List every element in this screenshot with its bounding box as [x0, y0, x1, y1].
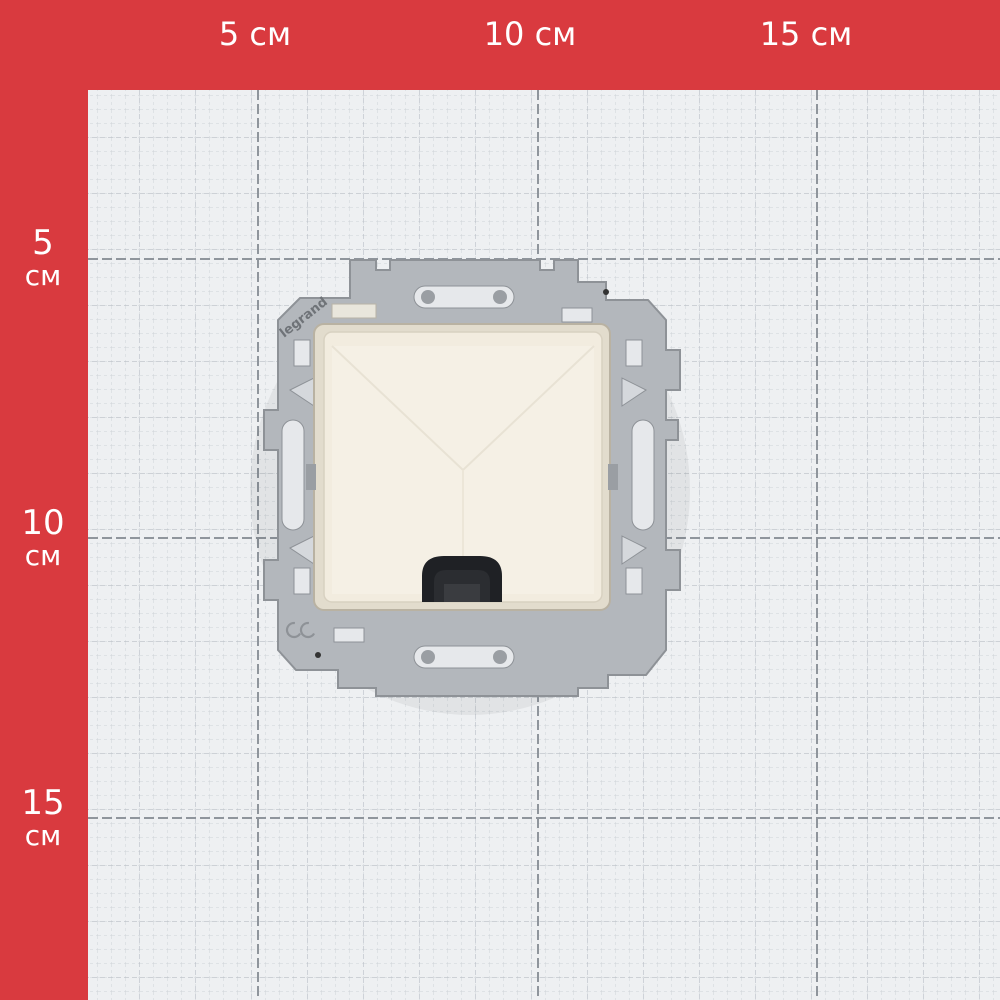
left-ruler-unit: см — [24, 539, 62, 572]
ce-mark — [285, 621, 317, 639]
top-ruler-label-5cm: 5 см — [218, 15, 292, 53]
left-ruler-unit: см — [24, 819, 62, 852]
left-ruler-label-15cm: 15 см — [0, 786, 86, 850]
cable-opening-icon — [422, 556, 502, 602]
left-ruler-number: 15 — [21, 783, 65, 823]
left-ruler-label-10cm: 10 см — [0, 506, 86, 570]
left-ruler-label-5cm: 5 см — [0, 226, 86, 290]
top-ruler-label-10cm: 10 см — [483, 15, 577, 53]
left-ruler-number: 5 — [32, 223, 54, 263]
frame-sticker — [331, 303, 377, 319]
left-ruler-unit: см — [24, 259, 62, 292]
grid-svg: legrand — [88, 90, 1000, 1000]
measuring-grid-board: legrand — [88, 90, 1000, 1000]
top-ruler-label-15cm: 15 см — [759, 15, 853, 53]
left-ruler-number: 10 — [21, 503, 65, 543]
cable-outlet-cover — [306, 323, 618, 611]
